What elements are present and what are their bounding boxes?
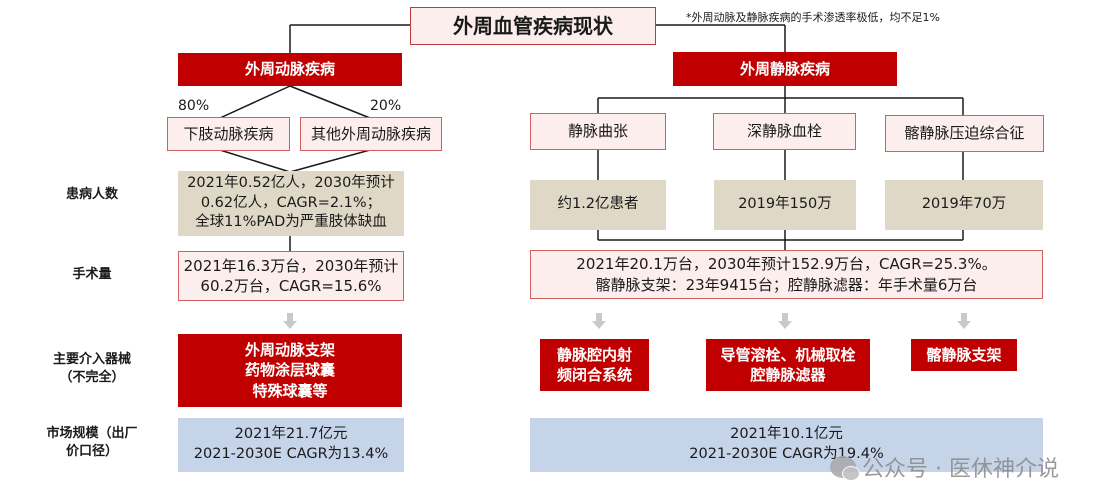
- arterial-pct-left: 80%: [178, 98, 210, 114]
- venous-sub-varicose: 静脉曲张: [530, 113, 666, 150]
- arterial-market: 2021年21.7亿元 2021-2030E CAGR为13.4%: [178, 418, 404, 472]
- down-arrow-icon: [283, 313, 297, 329]
- arterial-header: 外周动脉疾病: [178, 53, 402, 86]
- arterial-devices: 外周动脉支架 药物涂层球囊 特殊球囊等: [178, 334, 402, 407]
- down-arrow-icon: [957, 313, 971, 329]
- row-label-devices: 主要介入器械 （不完全）: [52, 352, 131, 386]
- arterial-procedures: 2021年16.3万台，2030年预计 60.2万台，CAGR=15.6%: [178, 251, 404, 301]
- connector: [289, 85, 371, 119]
- arterial-pct-right: 20%: [370, 98, 402, 114]
- watermark: 公众号 · 医休神介说: [830, 451, 1059, 483]
- venous-market: 2021年10.1亿元 2021-2030E CAGR为19.4%: [530, 418, 1043, 472]
- venous-patients-iliac: 2019年70万: [885, 180, 1043, 230]
- page-title: 外周血管疾病现状: [410, 7, 656, 45]
- venous-patients-varicose: 约1.2亿患者: [530, 180, 666, 230]
- venous-sub-dvt: 深静脉血栓: [713, 113, 856, 150]
- connector: [219, 149, 291, 173]
- footnote: *外周动脉及静脉疾病的手术渗透率极低，均不足1%: [686, 11, 940, 24]
- venous-header: 外周静脉疾病: [673, 52, 897, 86]
- venous-procedures: 2021年20.1万台，2030年预计152.9万台，CAGR=25.3%。 髂…: [530, 250, 1043, 299]
- connector: [219, 85, 291, 119]
- arterial-sub-other: 其他外周动脉疾病: [300, 117, 442, 151]
- connector: [289, 149, 371, 173]
- arterial-sub-lower-limb: 下肢动脉疾病: [167, 117, 290, 151]
- down-arrow-icon: [778, 313, 792, 329]
- venous-sub-iliac: 髂静脉压迫综合征: [885, 115, 1044, 152]
- venous-patients-dvt: 2019年150万: [714, 180, 856, 230]
- row-label-patients: 患病人数: [65, 187, 118, 202]
- wechat-icon: [830, 456, 861, 481]
- venous-device-rf: 静脉腔内射 频闭合系统: [540, 339, 649, 391]
- venous-device-iliac-stent: 髂静脉支架: [911, 339, 1017, 371]
- row-label-procedures: 手术量: [72, 267, 112, 282]
- row-label-market: 市场规模（出厂 价口径）: [46, 426, 138, 460]
- down-arrow-icon: [592, 313, 606, 329]
- venous-device-thrombectomy: 导管溶栓、机械取栓 腔静脉滤器: [706, 339, 870, 391]
- page-title-text: 外周血管疾病现状: [453, 13, 613, 38]
- watermark-text: 公众号 · 医休神介说: [862, 457, 1059, 482]
- arterial-patients: 2021年0.52亿人，2030年预计 0.62亿人，CAGR=2.1%； 全球…: [178, 171, 404, 236]
